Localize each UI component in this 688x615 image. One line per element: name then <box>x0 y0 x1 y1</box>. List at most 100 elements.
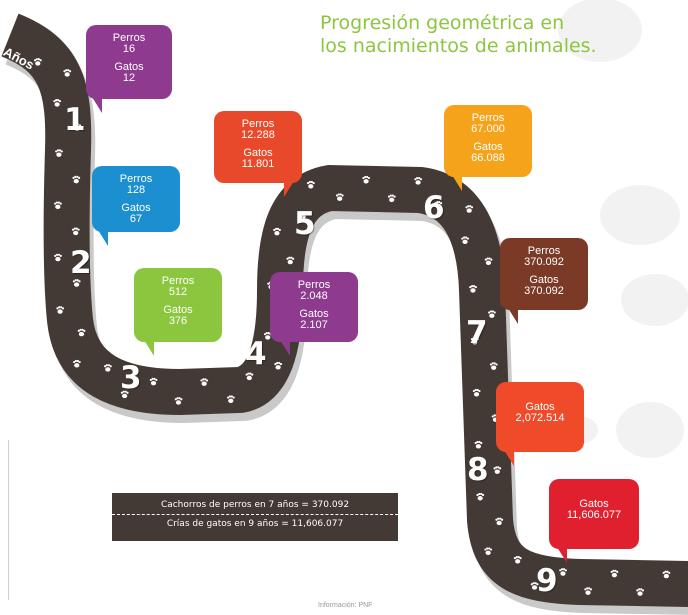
year-3-number: 3 <box>120 360 142 396</box>
paw-print <box>474 440 483 449</box>
background-paws <box>558 0 688 458</box>
year-5-number: 5 <box>294 206 316 242</box>
gatos-value: 11,606.077 <box>566 509 622 521</box>
paw-print <box>54 201 62 210</box>
year-1-number: 1 <box>64 102 86 138</box>
paw-print <box>55 149 63 157</box>
perros-label: Perros <box>241 118 275 130</box>
gatos-label: Gatos <box>299 308 329 320</box>
paw-print <box>77 328 86 337</box>
gatos-label: Gatos <box>121 202 151 214</box>
year-4-number: 4 <box>245 336 267 372</box>
bubble-year-1: Perros 16 Gatos 12 <box>86 25 172 113</box>
perros-value: 12.288 <box>241 129 275 141</box>
gatos-value: 11.801 <box>241 158 275 170</box>
paw-print <box>71 227 80 236</box>
margin-line <box>8 440 9 600</box>
year-2-number: 2 <box>70 245 92 281</box>
perros-label: Perros <box>119 173 153 185</box>
paw-print <box>335 193 344 201</box>
paw-print <box>72 175 81 184</box>
paw-print <box>226 395 235 404</box>
paw-print <box>469 284 477 293</box>
gatos-label: Gatos <box>114 61 144 73</box>
paw-print <box>493 466 502 474</box>
paw-print <box>63 69 72 77</box>
paw-print <box>489 362 498 370</box>
paw-print <box>476 492 485 501</box>
perros-label: Perros <box>471 112 505 124</box>
bubble-year-7: Perros 370.092 Gatos 370.092 <box>500 238 588 324</box>
paw-print <box>72 279 81 287</box>
bubble-year-9: Gatos 11,606.077 <box>549 479 639 563</box>
paw-print <box>263 332 272 340</box>
source-credit: Información: PNF <box>318 602 373 609</box>
bubble-year-3: Perros 512 Gatos 376 <box>134 268 222 356</box>
paw-print <box>636 588 645 596</box>
paw-print <box>174 397 183 405</box>
bubble-year-4: Perros 2.048 Gatos 2.107 <box>270 272 358 356</box>
perros-label: Perros <box>527 245 561 257</box>
paw-print <box>245 372 254 381</box>
paw-print <box>495 517 504 526</box>
summary-box: Cachorros de perros en 7 años = 370.092 … <box>112 493 398 541</box>
summary-divider <box>112 514 398 515</box>
paw-print <box>286 256 295 265</box>
paw-print <box>610 569 619 578</box>
paw-print <box>53 99 62 107</box>
paw-print <box>299 211 308 219</box>
paw-print <box>559 568 567 576</box>
year-8-number: 8 <box>467 452 489 488</box>
summary-dogs: Cachorros de perros en 7 años = 370.092 <box>160 500 350 510</box>
paw-print <box>33 58 42 66</box>
paw-print <box>387 194 396 203</box>
paw-print <box>584 587 593 595</box>
gatos-label: Gatos <box>525 401 555 413</box>
perros-value: 2.048 <box>300 290 328 302</box>
title-line-1: Progresión geométrica en <box>320 12 565 34</box>
perros-value: 67.000 <box>471 123 505 135</box>
gatos-label: Gatos <box>243 147 273 159</box>
gatos-value: 66.088 <box>471 152 505 164</box>
gatos-label: Gatos <box>163 304 193 316</box>
paw-print <box>461 236 470 245</box>
bubble-year-2: Perros 128 Gatos 67 <box>92 166 180 246</box>
paw-print <box>56 306 65 314</box>
gatos-value: 12 <box>122 72 136 84</box>
paw-print <box>414 177 423 185</box>
gatos-value: 370.092 <box>524 285 564 297</box>
perros-label: Perros <box>297 279 331 291</box>
paw-print <box>200 378 209 386</box>
perros-label: Perros <box>161 275 195 287</box>
gatos-value: 2.107 <box>300 319 328 331</box>
paw-print <box>273 227 281 236</box>
gatos-value: 67 <box>129 213 143 225</box>
gatos-value: 376 <box>168 315 188 327</box>
year-6-number: 6 <box>423 190 445 226</box>
paw-print <box>513 555 522 564</box>
paw-print <box>484 547 493 556</box>
paw-print <box>472 388 481 397</box>
summary-cats: Crías de gatos en 9 años = 11,606.077 <box>166 519 344 529</box>
perros-label: Perros <box>112 32 146 44</box>
gatos-value: 2,072.514 <box>515 412 565 424</box>
paw-print <box>662 570 671 579</box>
paw-prints <box>33 58 671 596</box>
paw-print <box>434 201 443 209</box>
paw-print <box>274 361 283 370</box>
paw-print <box>73 123 82 131</box>
perros-value: 16 <box>122 43 136 55</box>
perros-value: 512 <box>168 286 188 298</box>
paw-print <box>530 582 539 590</box>
paw-print <box>149 377 158 386</box>
gatos-label: Gatos <box>529 274 559 286</box>
paw-print <box>120 390 129 399</box>
paw-print <box>488 310 496 318</box>
gatos-label: Gatos <box>473 141 503 153</box>
paw-print <box>484 257 493 266</box>
paw-print <box>104 364 112 372</box>
year-9-number: 9 <box>536 563 558 599</box>
paw-print <box>54 253 62 262</box>
paw-print <box>470 336 479 345</box>
